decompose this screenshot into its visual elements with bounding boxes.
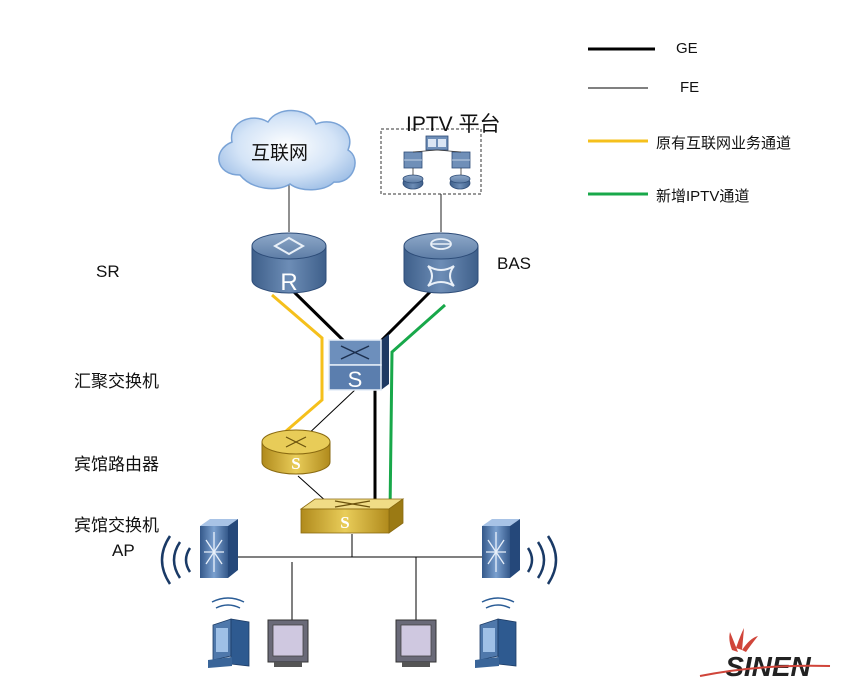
label-ap: AP [112, 541, 135, 560]
desktop-pc-left-icon [267, 619, 309, 667]
router-letter: R [280, 269, 297, 296]
wifi-signal-icon [526, 535, 558, 585]
link-sr-agg [290, 288, 347, 344]
wireless-pc-left-icon [208, 597, 250, 668]
link-router-switch [297, 475, 329, 504]
legend-internet-label: 原有互联网业务通道 [656, 135, 792, 152]
iptv-platform-box [380, 128, 482, 195]
switch-letter: S [291, 454, 300, 473]
link-agg-router [303, 387, 358, 439]
legend-fe-label: FE [680, 79, 700, 96]
label-hotel-switch: 宾馆交换机 [74, 516, 159, 535]
legend [588, 47, 655, 196]
wireless-pc-right-icon [475, 597, 517, 668]
bas-icon [403, 232, 479, 294]
switch-letter: S [348, 367, 363, 392]
label-sr: SR [96, 262, 120, 281]
link-bas-agg [378, 288, 434, 344]
switch-letter: S [340, 513, 349, 532]
ap-left-icon [160, 519, 238, 585]
path-iptv [388, 303, 446, 515]
label-aggregation-switch: 汇聚交换机 [74, 372, 159, 391]
desktop-pc-right-icon [395, 619, 437, 667]
path-internet [271, 293, 324, 434]
label-bas: BAS [497, 254, 532, 273]
sr-router-icon: R [251, 232, 327, 296]
ap-right-icon [482, 519, 558, 585]
label-hotel-router: 宾馆路由器 [74, 455, 159, 474]
hotel-router-icon: S [261, 429, 331, 475]
aggregation-switch-icon: S [328, 334, 389, 392]
wifi-signal-icon [160, 535, 192, 585]
legend-ge-label: GE [676, 40, 698, 57]
hotel-switch-icon: S [299, 498, 405, 534]
sinen-logo: SINEN [699, 628, 831, 682]
label-internet: 互联网 [251, 143, 309, 164]
internet-cloud-icon [218, 109, 356, 191]
legend-iptv-label: 新增IPTV通道 [656, 188, 750, 205]
links [236, 184, 482, 620]
label-iptv-platform: IPTV 平台 [406, 113, 501, 136]
